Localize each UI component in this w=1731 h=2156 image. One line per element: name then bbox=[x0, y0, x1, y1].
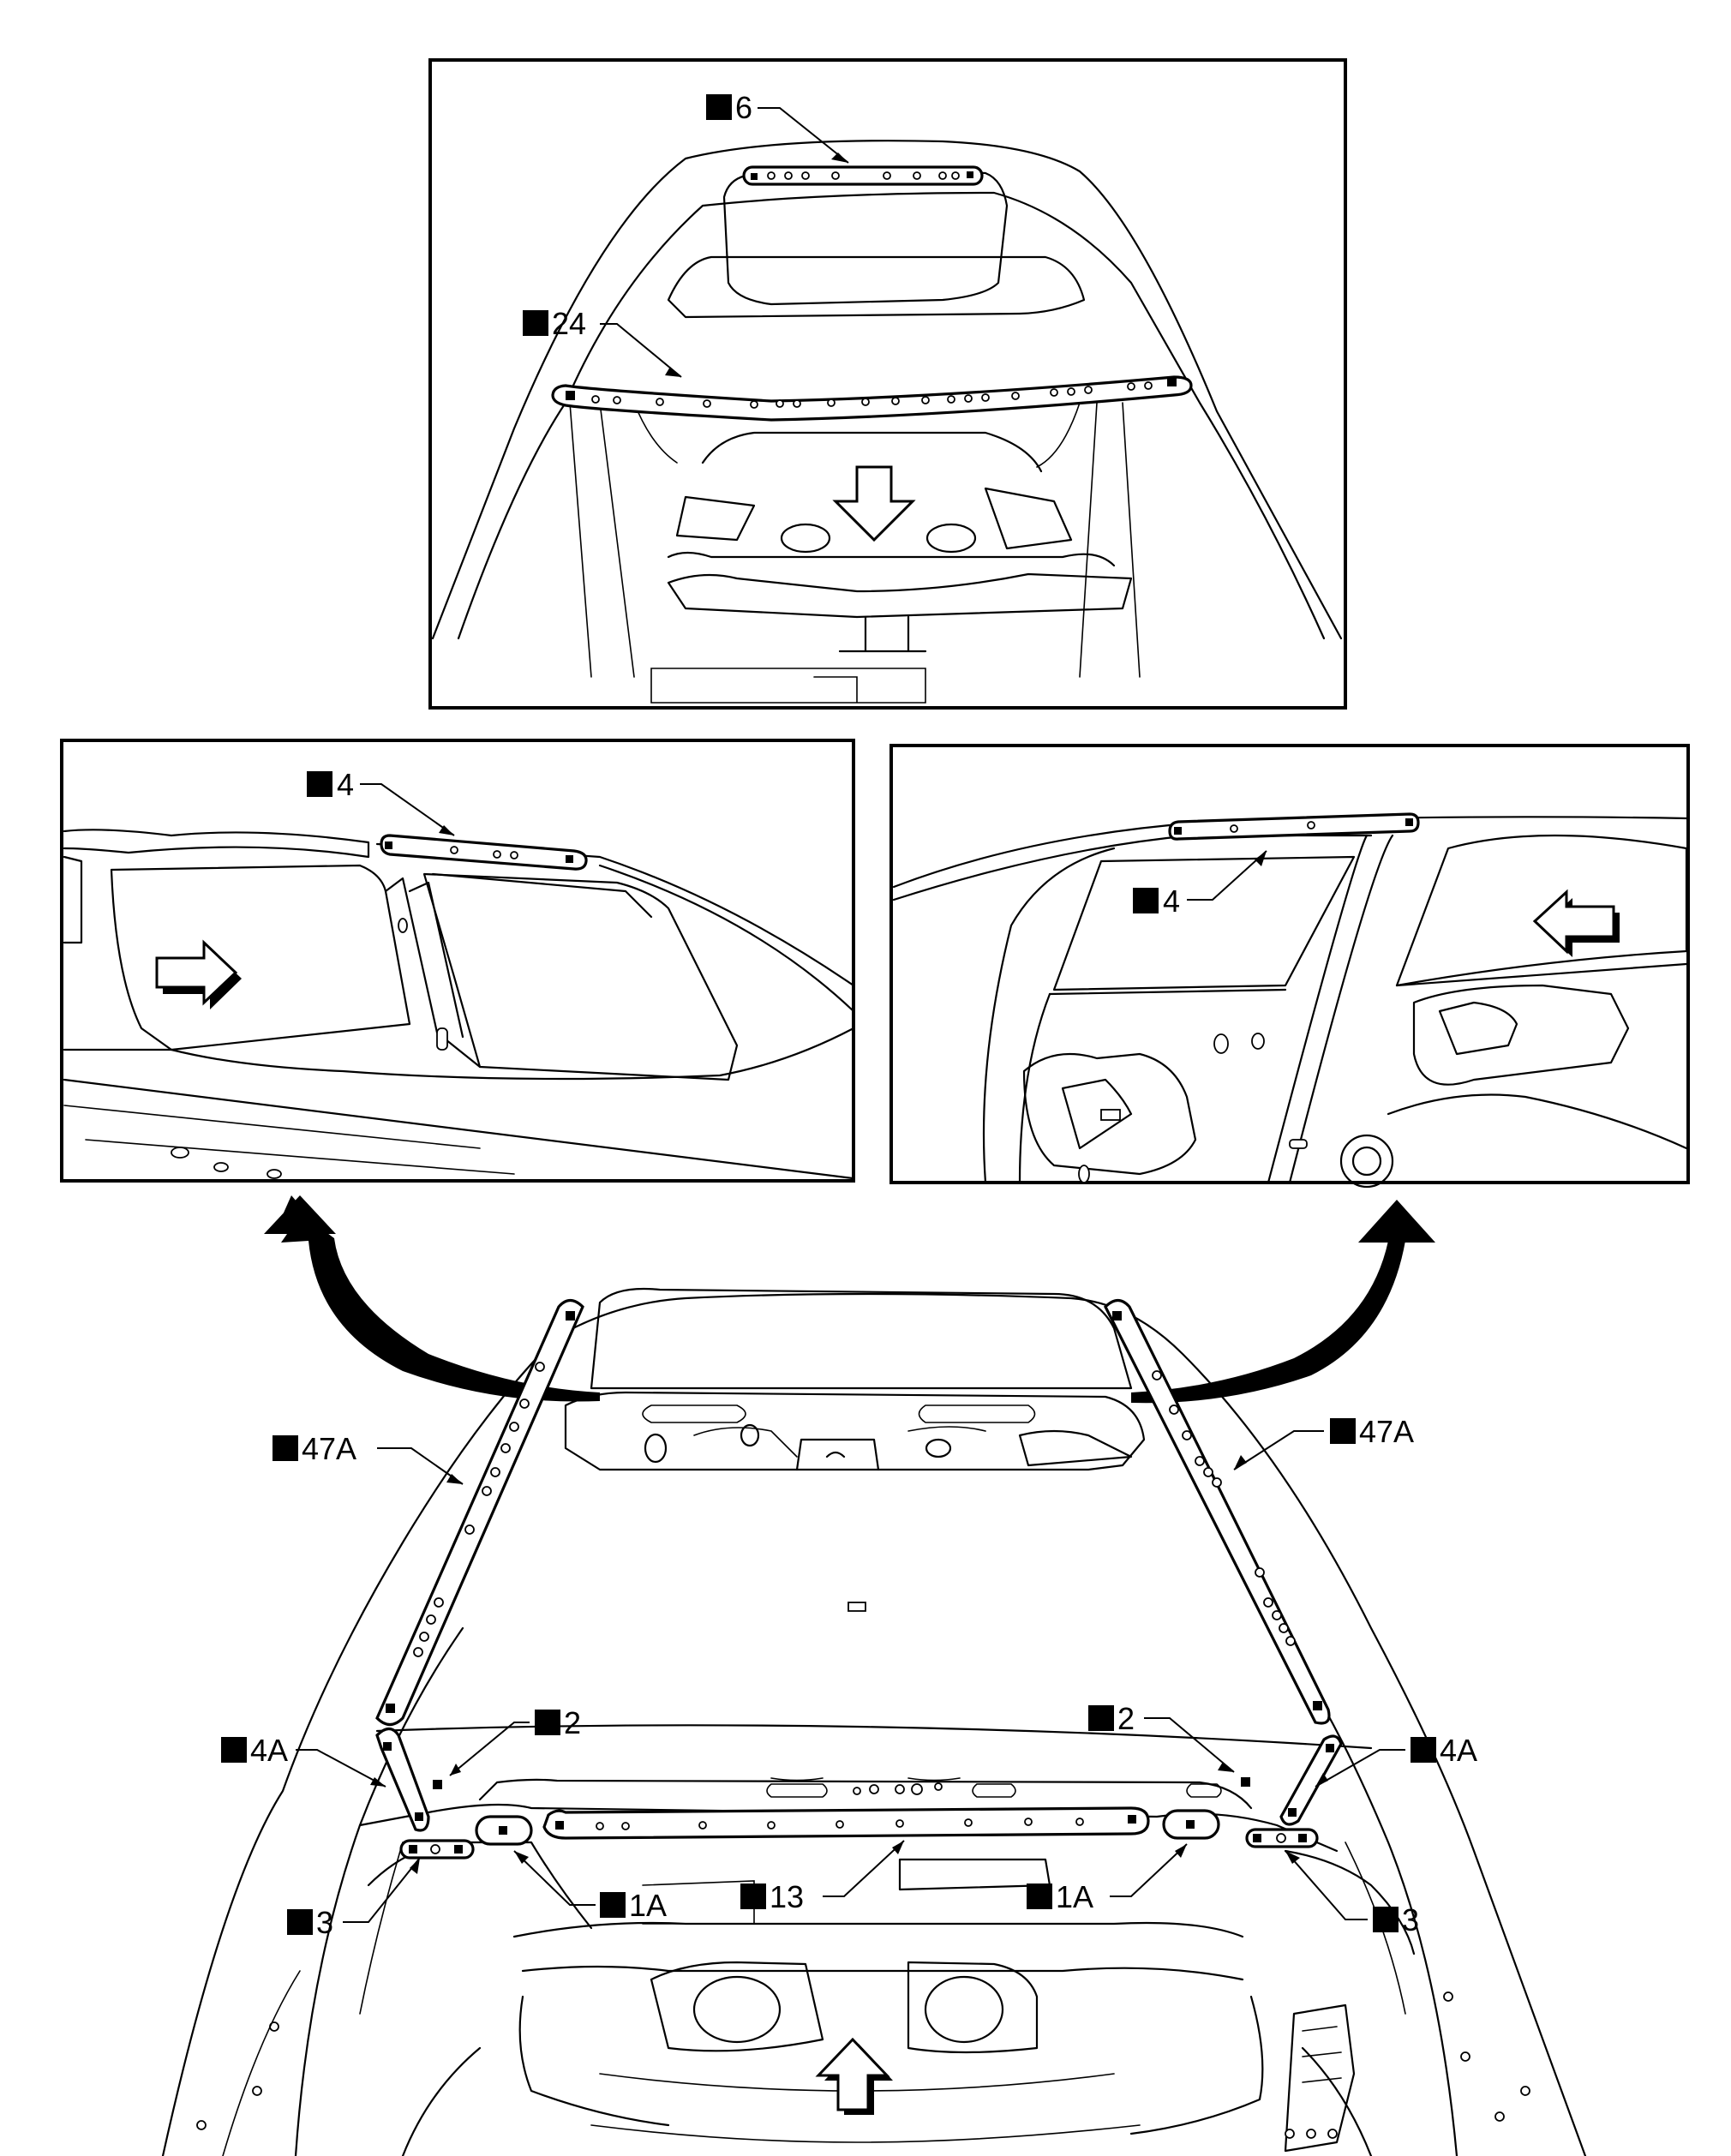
svg-text:4: 4 bbox=[337, 767, 354, 802]
view-direction-up-arrow-icon bbox=[815, 2037, 893, 2115]
filled-square-icon bbox=[1373, 1907, 1399, 1932]
right-panel-frame bbox=[889, 744, 1690, 1184]
svg-text:47A: 47A bbox=[302, 1431, 356, 1466]
strip-13 bbox=[542, 1806, 1150, 1840]
svg-text:47A: 47A bbox=[1359, 1414, 1414, 1449]
strip-4-left bbox=[380, 834, 588, 871]
strip-47a-right bbox=[1104, 1298, 1331, 1725]
filled-square-icon bbox=[1133, 888, 1159, 913]
filled-square-icon bbox=[1411, 1737, 1436, 1763]
top-panel-frame bbox=[428, 58, 1347, 710]
label-4a-left: 4A bbox=[221, 1733, 386, 1788]
strip-4a-right bbox=[1279, 1734, 1343, 1826]
strip-4a-left bbox=[375, 1727, 430, 1832]
weld-point-2-right bbox=[1241, 1777, 1250, 1787]
strip-3-left bbox=[399, 1839, 475, 1860]
strip-47a-left bbox=[375, 1298, 584, 1727]
filled-square-icon bbox=[221, 1737, 247, 1763]
svg-text:4A: 4A bbox=[1440, 1733, 1477, 1768]
filled-square-icon bbox=[1027, 1884, 1052, 1909]
filled-square-icon bbox=[535, 1710, 560, 1735]
filled-square-icon bbox=[706, 94, 732, 120]
label-4-left: 4 bbox=[307, 767, 455, 836]
label-47a-right: 47A bbox=[1233, 1414, 1414, 1470]
curved-arrow-right-icon bbox=[1131, 1200, 1435, 1404]
strip-4-right bbox=[1168, 812, 1420, 841]
svg-text:13: 13 bbox=[770, 1879, 804, 1914]
label-24: 24 bbox=[523, 306, 682, 378]
strip-6 bbox=[742, 165, 984, 186]
strip-24 bbox=[551, 375, 1193, 422]
svg-text:3: 3 bbox=[316, 1905, 333, 1940]
filled-square-icon bbox=[740, 1884, 766, 1909]
label-3-right: 3 bbox=[1285, 1850, 1419, 1937]
svg-text:1A: 1A bbox=[1056, 1879, 1093, 1914]
svg-text:1A: 1A bbox=[629, 1888, 667, 1923]
svg-text:6: 6 bbox=[735, 90, 752, 125]
svg-text:3: 3 bbox=[1402, 1902, 1419, 1937]
label-47a-left: 47A bbox=[273, 1431, 464, 1485]
label-4a-right: 4A bbox=[1315, 1733, 1477, 1788]
right-panel bbox=[889, 744, 1690, 1189]
svg-text:2: 2 bbox=[564, 1705, 581, 1740]
view-direction-right-arrow-icon bbox=[155, 939, 242, 1009]
label-4-right: 4 bbox=[1133, 850, 1267, 919]
view-direction-down-arrow-icon bbox=[832, 465, 916, 542]
filled-square-icon bbox=[1088, 1705, 1114, 1731]
label-6: 6 bbox=[706, 90, 849, 164]
strip-1a-right bbox=[1162, 1809, 1220, 1840]
filled-square-icon bbox=[307, 771, 332, 797]
strip-3-right bbox=[1245, 1828, 1319, 1848]
label-2-right: 2 bbox=[1088, 1701, 1235, 1773]
filled-square-icon bbox=[273, 1435, 298, 1461]
svg-text:4A: 4A bbox=[250, 1733, 288, 1768]
svg-text:4: 4 bbox=[1163, 883, 1180, 919]
svg-text:24: 24 bbox=[552, 306, 586, 341]
filled-square-icon bbox=[523, 310, 548, 336]
view-direction-left-arrow-icon bbox=[1532, 889, 1620, 957]
label-13: 13 bbox=[740, 1840, 905, 1914]
main-body-view bbox=[161, 1287, 1587, 2156]
label-1a-left: 1A bbox=[513, 1850, 667, 1923]
label-1a-right: 1A bbox=[1027, 1843, 1188, 1914]
weld-point-2-left bbox=[433, 1780, 442, 1789]
filled-square-icon bbox=[600, 1892, 626, 1918]
filled-square-icon bbox=[1330, 1418, 1356, 1444]
svg-text:2: 2 bbox=[1117, 1701, 1135, 1736]
label-2-left: 2 bbox=[449, 1705, 581, 1776]
label-3-left: 3 bbox=[287, 1857, 421, 1940]
curved-arrow-left-icon bbox=[264, 1195, 600, 1402]
top-panel bbox=[428, 58, 1347, 710]
filled-square-icon bbox=[287, 1909, 313, 1935]
strip-1a-left bbox=[475, 1815, 533, 1846]
